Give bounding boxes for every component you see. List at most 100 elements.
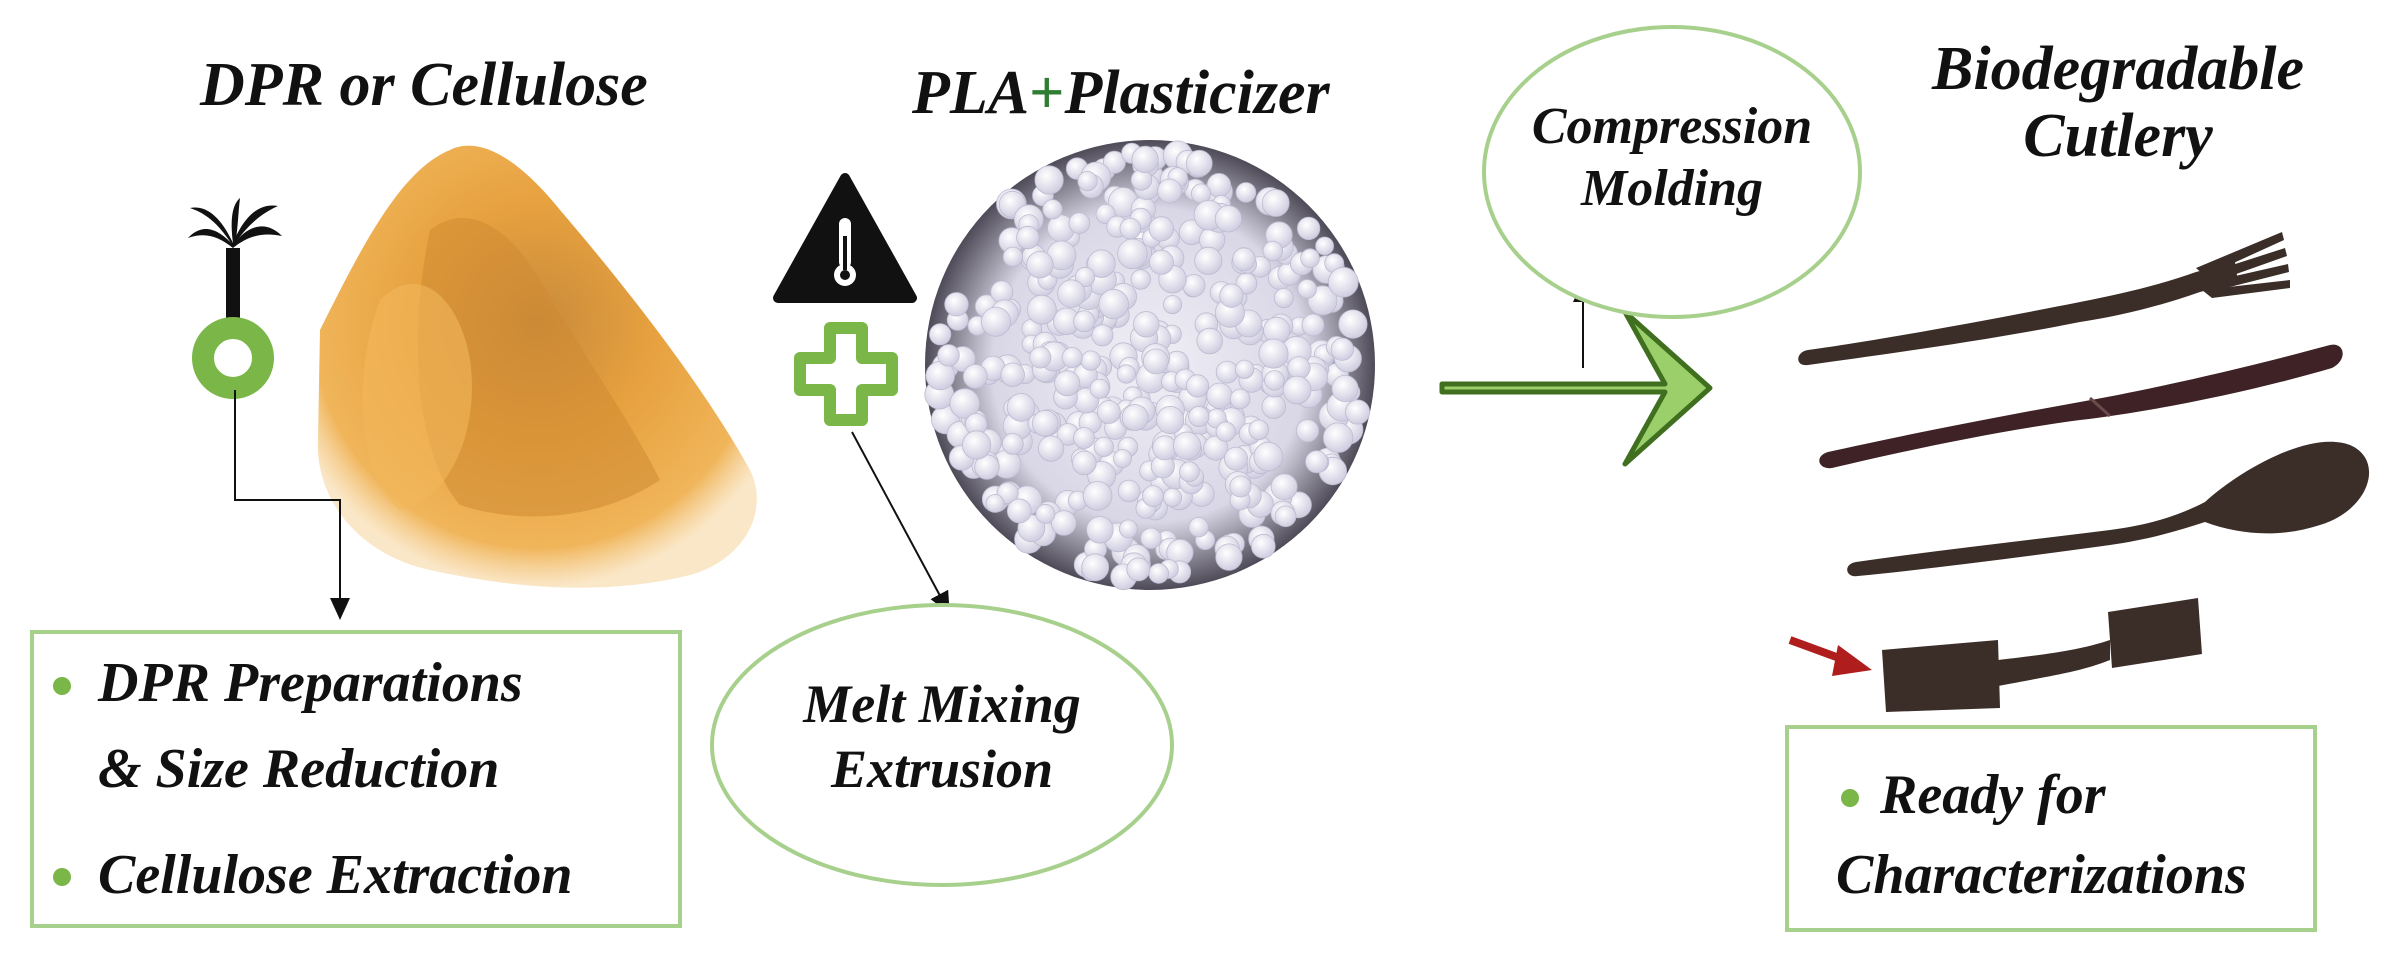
- fork-image: [1798, 232, 2290, 366]
- pellet: [1026, 251, 1054, 279]
- pellet: [1224, 446, 1249, 471]
- pellet: [944, 292, 969, 317]
- pellet: [1203, 435, 1229, 461]
- pellet: [1142, 348, 1169, 375]
- right-line2: Characterizations: [1836, 844, 2247, 906]
- pellet: [1270, 473, 1298, 501]
- pellet: [1016, 225, 1040, 250]
- pellet: [1232, 247, 1256, 271]
- pellet: [1035, 503, 1056, 524]
- pellet: [1051, 510, 1077, 536]
- pellet: [1248, 419, 1269, 441]
- pellet: [937, 344, 960, 367]
- pellet: [1086, 516, 1114, 544]
- pellet: [1282, 375, 1312, 405]
- pellet: [1261, 394, 1287, 419]
- melt-mixing-oval: [710, 603, 1174, 887]
- melt-line2: Extrusion: [830, 738, 1054, 799]
- plus-icon: [794, 322, 898, 426]
- left-item1-line1: DPR Preparations: [98, 652, 523, 714]
- pellet: [1080, 350, 1101, 371]
- pellet: [1102, 150, 1126, 174]
- pellet: [1262, 240, 1284, 262]
- pla-label: PLA: [912, 59, 1030, 127]
- pellet: [1006, 393, 1036, 422]
- pellet: [1301, 313, 1325, 337]
- pellet: [1331, 374, 1359, 402]
- pellet: [1116, 364, 1136, 384]
- pellet: [1273, 287, 1294, 308]
- pellet: [1081, 553, 1110, 582]
- product-title-line1: Biodegradable: [1932, 35, 2304, 103]
- pellet: [1117, 238, 1148, 270]
- pellet: [1214, 205, 1243, 233]
- pellet: [1148, 216, 1174, 242]
- pellet: [949, 388, 980, 419]
- pellet: [1295, 419, 1320, 443]
- bullet-icon: [53, 677, 71, 695]
- pellet: [1253, 441, 1284, 472]
- pellet: [929, 323, 952, 346]
- pellet: [1322, 422, 1354, 453]
- plus-sign: +: [1029, 59, 1065, 127]
- pellet: [1117, 479, 1141, 503]
- pellet: [1140, 527, 1162, 550]
- bullet-icon: [53, 868, 71, 886]
- pellet: [1119, 519, 1138, 539]
- pellet: [1305, 450, 1329, 474]
- knife-image: [1819, 344, 2343, 469]
- left-item1-line2: & Size Reduction: [98, 738, 500, 800]
- pellet: [1188, 517, 1209, 538]
- pellet: [1000, 362, 1025, 387]
- pellet: [1274, 505, 1297, 528]
- left-info-box: [30, 630, 682, 928]
- pellet: [1006, 498, 1032, 524]
- compression-molding-oval: [1482, 25, 1862, 319]
- product-title-line2: Cutlery: [2023, 101, 2213, 170]
- pellet: [1215, 543, 1243, 571]
- connector-arrow-left: [234, 390, 350, 620]
- compression-molding-label: Compression Molding: [1482, 96, 1862, 221]
- pellet: [1315, 236, 1334, 256]
- pellet: [1156, 405, 1185, 434]
- pellet: [1194, 246, 1223, 275]
- pellet: [1206, 382, 1233, 410]
- pellet: [1098, 288, 1129, 320]
- connector-arrow-middle: [851, 431, 950, 614]
- pellet: [1054, 370, 1081, 397]
- pellet: [1073, 427, 1095, 449]
- pellet: [1130, 269, 1151, 290]
- pellet: [1338, 309, 1368, 339]
- pellet: [985, 493, 1005, 513]
- pellet: [1328, 266, 1359, 298]
- pellet: [1330, 337, 1354, 361]
- bullet-icon: [1841, 789, 1859, 807]
- pellet: [1087, 249, 1116, 278]
- pellets-image: [924, 140, 1375, 591]
- pellet: [1131, 145, 1159, 173]
- palm-tree-icon: [188, 198, 282, 399]
- pellet: [1096, 400, 1121, 424]
- pellet: [1077, 171, 1098, 192]
- pellet: [1001, 432, 1024, 455]
- pellet: [1093, 436, 1114, 457]
- powder-image: [317, 145, 757, 588]
- pellet: [1258, 338, 1289, 369]
- pellet: [1215, 421, 1236, 442]
- pellet: [1196, 327, 1223, 355]
- pellet: [1089, 378, 1110, 399]
- pellet: [1119, 217, 1142, 240]
- pellet: [1113, 449, 1132, 468]
- melt-mixing-label: Melt Mixing Extrusion: [712, 672, 1172, 802]
- right-line1: Ready for: [1880, 764, 2106, 826]
- pellet: [1173, 431, 1202, 460]
- pellet: [1142, 485, 1164, 508]
- pellet: [1072, 450, 1097, 476]
- red-arrow-icon: [1788, 636, 1872, 676]
- pellet: [1157, 178, 1182, 204]
- raw-material-title: DPR or Cellulose: [200, 51, 648, 119]
- pellet: [1026, 294, 1057, 325]
- pellet: [1297, 279, 1317, 299]
- pellet: [1126, 557, 1151, 582]
